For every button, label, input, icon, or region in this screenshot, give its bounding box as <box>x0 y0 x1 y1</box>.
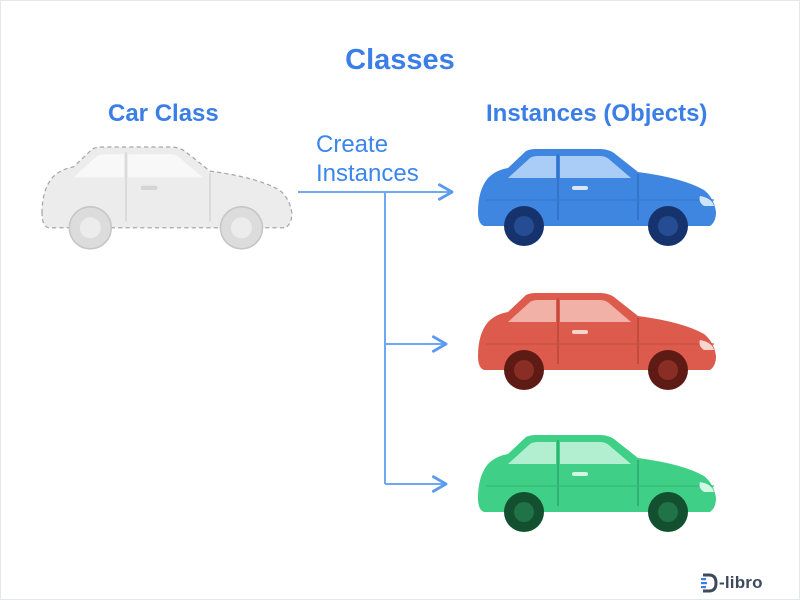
create-instances-label: Create Instances <box>316 130 419 188</box>
arrow-label-line-2: Instances <box>316 160 419 187</box>
green-car-icon <box>478 435 716 532</box>
dlibro-logo-icon <box>701 573 718 593</box>
red-car-icon <box>478 293 716 390</box>
instances-heading: Instances (Objects) <box>486 100 708 127</box>
dlibro-logo: -libro <box>700 572 763 594</box>
logo-text: -libro <box>719 573 763 592</box>
car-class-outline-icon <box>41 146 293 250</box>
connector-arrows <box>298 183 454 493</box>
arrow-label-line-1: Create <box>316 131 389 158</box>
blue-car-icon <box>478 149 716 246</box>
diagram-title: Classes <box>345 44 455 76</box>
class-heading: Car Class <box>108 100 219 127</box>
